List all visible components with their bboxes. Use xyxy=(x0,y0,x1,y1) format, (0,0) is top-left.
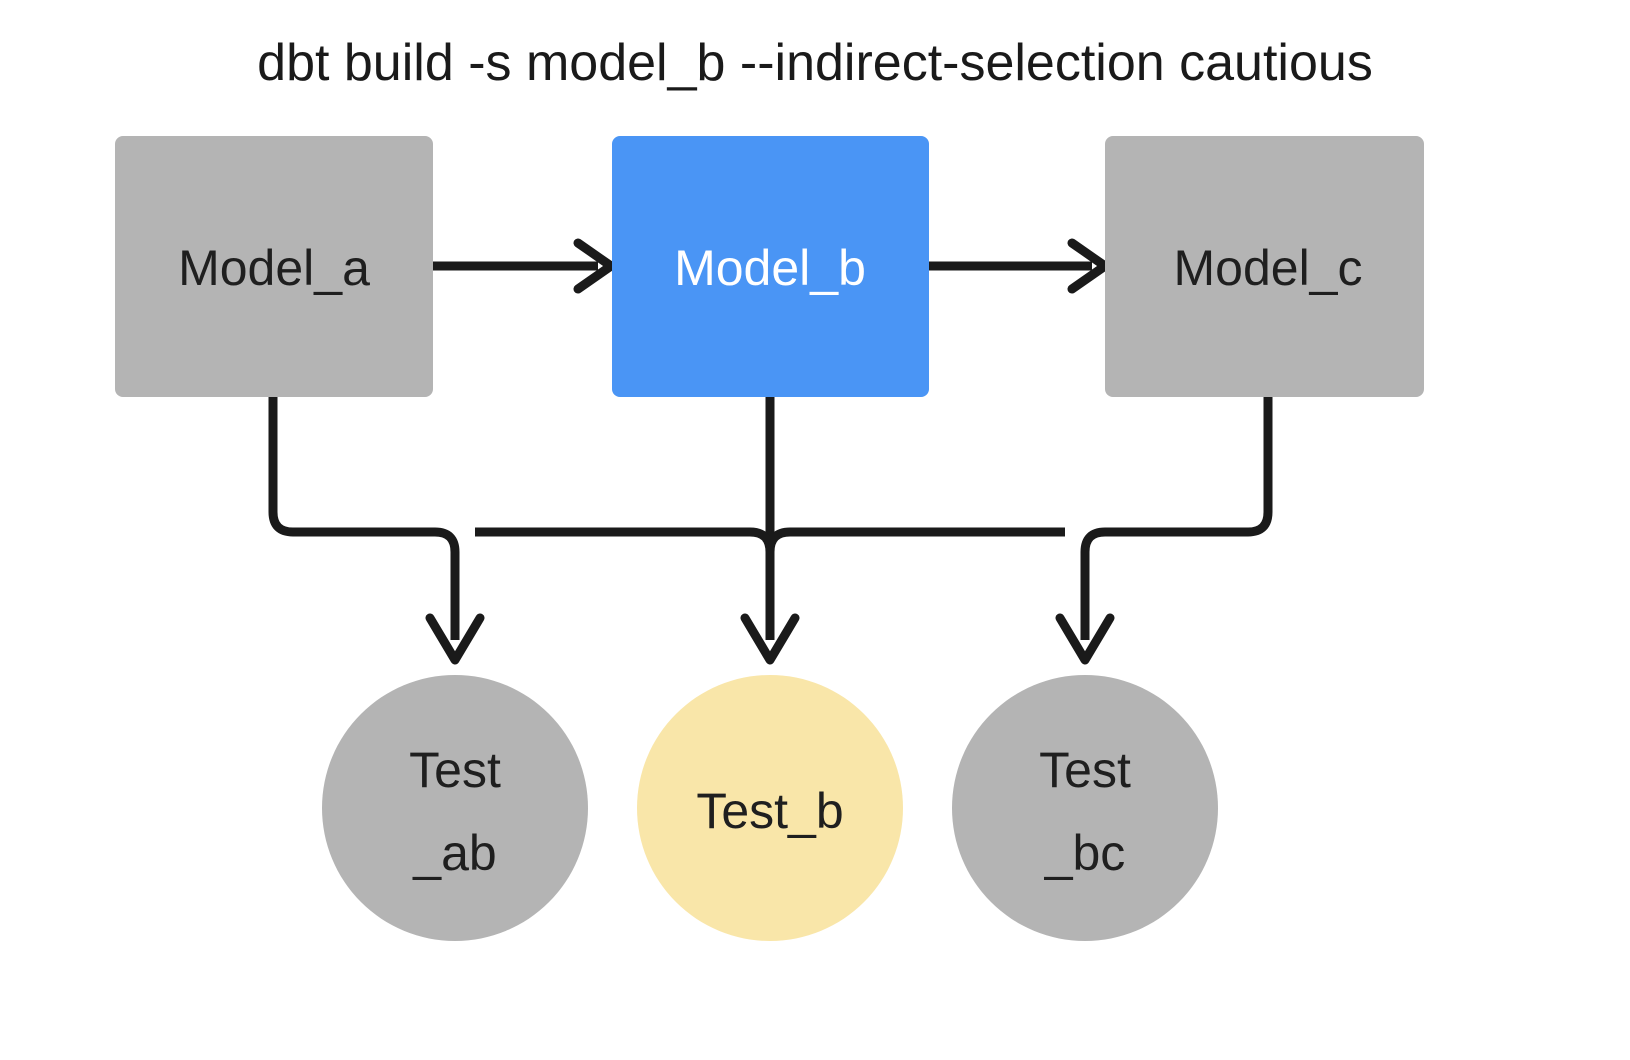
node-test-b-shape[interactable] xyxy=(637,675,903,941)
node-model-b-shape[interactable] xyxy=(612,136,929,397)
node-test-bc-label-line1: Test xyxy=(1039,742,1131,798)
node-test-ab-shape[interactable] xyxy=(322,675,588,941)
edge-model-a-to-model-b xyxy=(433,238,616,294)
node-model-a-shape[interactable] xyxy=(115,136,433,397)
edge-model-a-to-test-ab xyxy=(268,397,485,665)
edge-model-b-to-test-ab xyxy=(475,527,775,553)
edge-model-b-to-model-c xyxy=(929,238,1110,294)
edge-layer xyxy=(268,238,1273,665)
node-test-bc[interactable]: Test _bc xyxy=(952,675,1218,941)
diagram-title: dbt build -s model_b --indirect-selectio… xyxy=(257,34,1373,92)
node-test-bc-shape[interactable] xyxy=(952,675,1218,941)
node-model-a[interactable]: Model_a xyxy=(115,136,433,397)
node-model-b-label: Model_b xyxy=(674,240,866,296)
node-test-b-label-line1: Test_b xyxy=(696,783,843,839)
edge-model-b-to-test-bc xyxy=(765,527,1065,553)
node-model-c-shape[interactable] xyxy=(1105,136,1424,397)
node-model-c[interactable]: Model_c xyxy=(1105,136,1424,397)
edge-model-b-to-test-b xyxy=(740,397,800,665)
edge-model-c-to-test-bc xyxy=(1055,397,1273,665)
node-test-ab[interactable]: Test _ab xyxy=(322,675,588,941)
node-test-b[interactable]: Test_b xyxy=(637,675,903,941)
node-model-b[interactable]: Model_b xyxy=(612,136,929,397)
node-model-c-label: Model_c xyxy=(1174,240,1363,296)
node-test-bc-label-line2: _bc xyxy=(1044,825,1126,881)
test-node-layer: Test _ab Test_b Test _bc xyxy=(322,675,1218,941)
node-model-a-label: Model_a xyxy=(178,240,370,296)
node-test-ab-label-line2: _ab xyxy=(412,825,496,881)
model-node-layer: Model_a Model_b Model_c xyxy=(115,136,1424,397)
node-test-ab-label-line1: Test xyxy=(409,742,501,798)
